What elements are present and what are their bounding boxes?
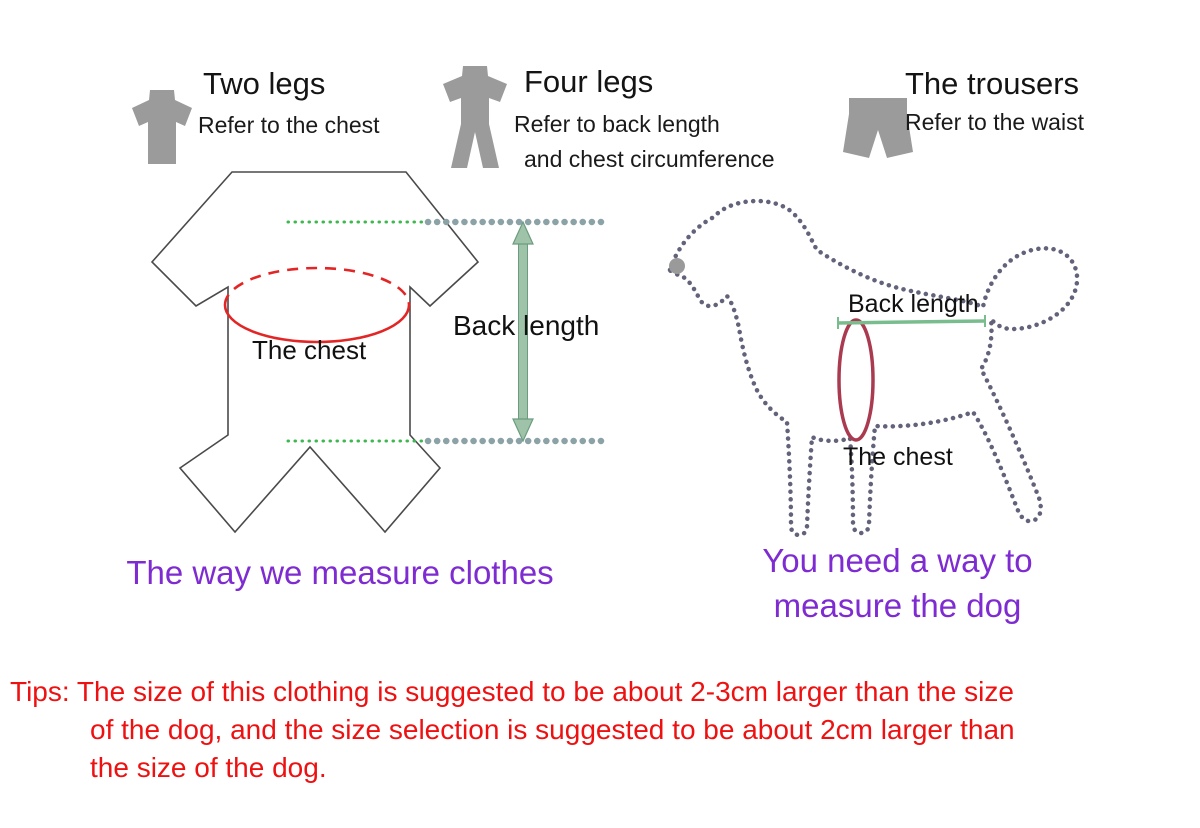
tips-line-2: of the dog, and the size selection is su… [90, 714, 1015, 745]
dog-chest-ellipse [837, 318, 875, 442]
clothes-caption: The way we measure clothes [126, 554, 554, 591]
dog-measure-drawing [667, 198, 1080, 538]
dog-back-length-label: Back length [848, 290, 979, 318]
clothes-measure-drawing [150, 171, 606, 534]
back-length-arrow [512, 220, 534, 443]
legend-sub-trousers: Refer to the waist [905, 109, 1084, 135]
dog-back-length-line [837, 315, 986, 329]
legend-sub-four-legs-2: and chest circumference [524, 146, 775, 172]
chest-ellipse-bottom [223, 304, 411, 344]
four-leg-garment-icon [443, 66, 507, 168]
dog-caption-line2: measure the dog [773, 587, 1022, 624]
dog-chest-label: The chest [843, 443, 953, 471]
legend-title-trousers: The trousers [905, 66, 1080, 101]
clothes-chest-label: The chest [252, 335, 367, 365]
legend-sub-two-legs: Refer to the chest [198, 112, 380, 138]
two-leg-garment-icon [132, 90, 192, 164]
legend-sub-four-legs-1: Refer to back length [514, 111, 720, 137]
tips-line-3: the size of the dog. [90, 752, 327, 783]
dog-outline [667, 198, 1080, 538]
dog-nose-dot [669, 258, 685, 274]
clothes-back-length-label: Back length [453, 310, 600, 341]
tips-line-1: Tips: The size of this clothing is sugge… [10, 676, 1014, 707]
garment-outline [150, 171, 480, 534]
dog-caption-line1: You need a way to [762, 542, 1033, 579]
trousers-icon [843, 98, 913, 158]
legend-title-four-legs: Four legs [524, 64, 654, 99]
chest-ellipse-top [223, 266, 411, 306]
legend-title-two-legs: Two legs [203, 66, 326, 101]
